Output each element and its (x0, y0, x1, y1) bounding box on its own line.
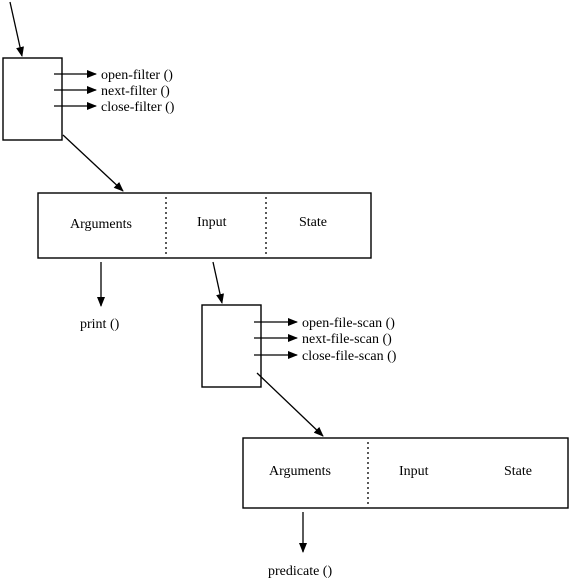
next-file-scan-label: next-file-scan () (302, 332, 392, 347)
record2-input-label: Input (399, 464, 429, 479)
filescan-to-state-arrow (256, 372, 324, 437)
record2-state-label: State (504, 464, 532, 479)
filescan-iterator-box (201, 304, 262, 388)
filter-to-state-arrow (62, 134, 124, 192)
record1-state-label: State (299, 215, 327, 230)
input-to-filescan-arrow (212, 261, 224, 304)
predicate-label: predicate () (268, 564, 332, 579)
record1-input-label: Input (197, 215, 227, 230)
record2-arguments-label: Arguments (269, 464, 331, 479)
filescan-state-record (242, 437, 569, 509)
incoming-arrow (9, 1, 24, 57)
open-file-scan-label: open-file-scan () (302, 316, 395, 331)
next-filter-label: next-filter () (101, 84, 170, 99)
print-label: print () (80, 317, 120, 332)
open-filter-label: open-filter () (101, 68, 173, 83)
close-file-scan-label: close-file-scan () (302, 349, 397, 364)
record1-arguments-label: Arguments (70, 217, 132, 232)
close-filter-label: close-filter () (101, 100, 175, 115)
filter-state-record (37, 192, 372, 259)
filter-iterator-box (2, 57, 63, 141)
